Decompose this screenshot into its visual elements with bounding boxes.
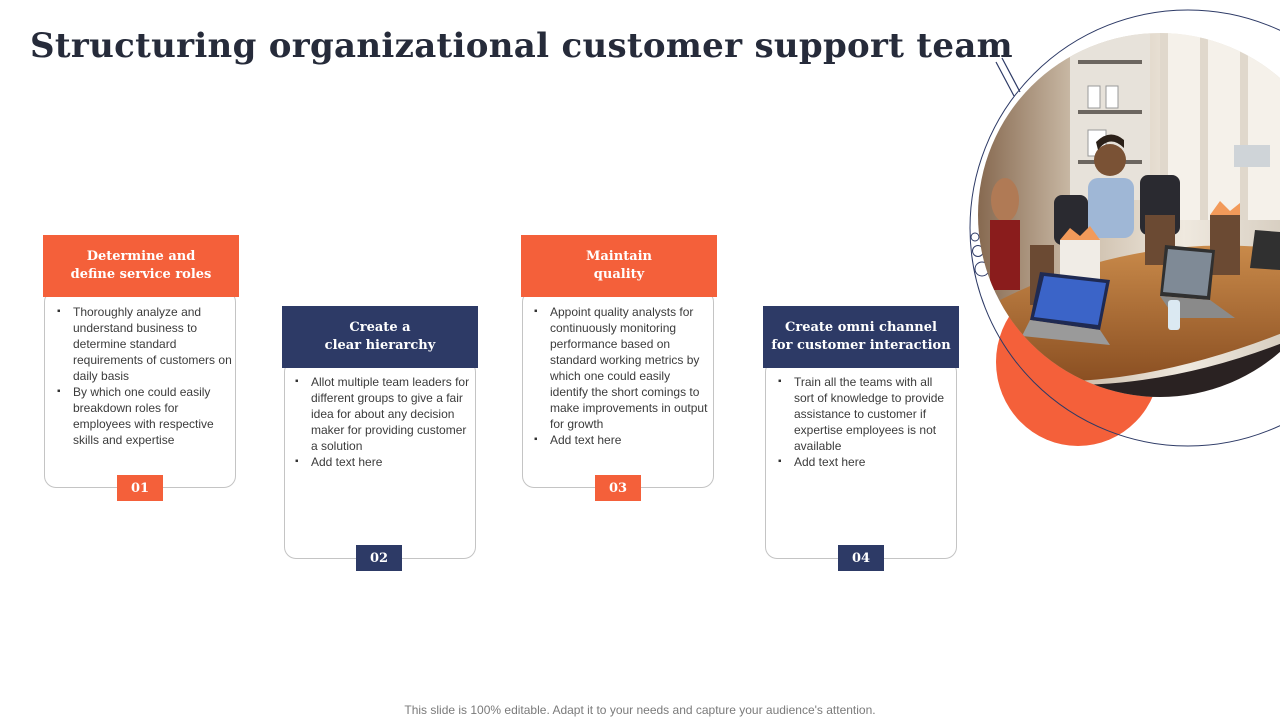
bubble-small-icon: [970, 232, 980, 242]
step-number-badge-4: 04: [838, 545, 884, 571]
step-points-2: Allot multiple team leaders for differen…: [295, 374, 471, 470]
step-number-badge-2: 02: [356, 545, 402, 571]
step-number-badge-1: 01: [117, 475, 163, 501]
step-heading-4: Create omni channel for customer interac…: [763, 306, 959, 368]
footer-note: This slide is 100% editable. Adapt it to…: [404, 703, 876, 717]
step-points-3: Appoint quality analysts for continuousl…: [534, 304, 710, 448]
outline-arc-shape: [969, 9, 1280, 447]
step-points-4: Train all the teams with all sort of kno…: [778, 374, 954, 470]
list-item: Thoroughly analyze and understand busine…: [57, 304, 233, 384]
list-item: Appoint quality analysts for continuousl…: [534, 304, 710, 432]
office-meeting-image: [960, 0, 1280, 460]
step-points-1: Thoroughly analyze and understand busine…: [57, 304, 233, 448]
office-meeting-illustration: [969, 9, 1280, 447]
list-item: Allot multiple team leaders for differen…: [295, 374, 471, 454]
list-item: Train all the teams with all sort of kno…: [778, 374, 954, 454]
step-heading-2: Create a clear hierarchy: [282, 306, 478, 368]
step-number-badge-3: 03: [595, 475, 641, 501]
list-item: Add text here: [534, 432, 710, 448]
list-item: Add text here: [295, 454, 471, 470]
step-heading-3: Maintain quality: [521, 235, 717, 297]
page-title: Structuring organizational customer supp…: [30, 26, 1013, 66]
step-heading-1: Determine and define service roles: [43, 235, 239, 297]
list-item: Add text here: [778, 454, 954, 470]
list-item: By which one could easily breakdown role…: [57, 384, 233, 448]
